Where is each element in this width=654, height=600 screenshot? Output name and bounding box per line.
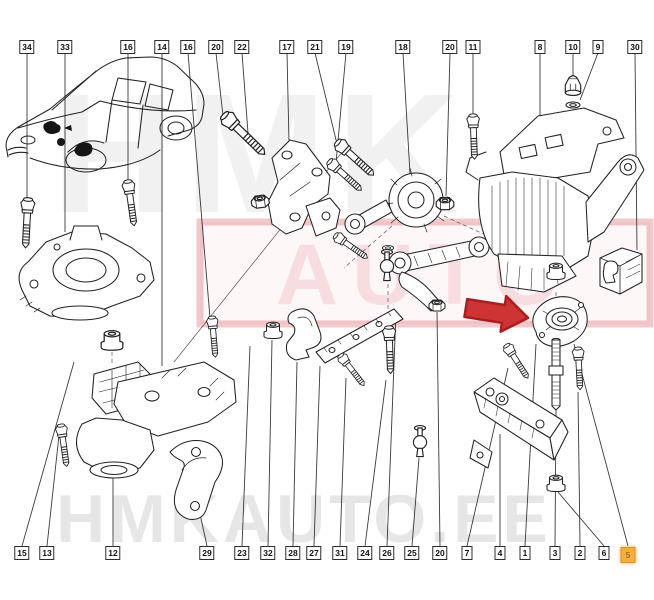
nut-icon	[428, 299, 446, 312]
callout-6[interactable]: 6	[598, 546, 610, 560]
torque-rod-upper-drawing	[344, 167, 449, 235]
bushing-icon	[263, 321, 283, 340]
callout-22[interactable]: 22	[234, 40, 250, 54]
bolt-icon	[17, 196, 36, 249]
gearbox-mount-cover-drawing	[532, 296, 588, 348]
callout-3[interactable]: 3	[549, 546, 561, 560]
callout-18[interactable]: 18	[395, 40, 411, 54]
callout-32[interactable]: 32	[260, 546, 276, 560]
callout-10[interactable]: 10	[565, 40, 581, 54]
cap-nut-icon	[564, 75, 582, 97]
bolt-icon	[335, 350, 369, 390]
callout-27[interactable]: 27	[306, 546, 322, 560]
callout-16a[interactable]: 16	[120, 40, 136, 54]
callout-12[interactable]: 12	[105, 546, 121, 560]
stud-drawing	[548, 337, 564, 411]
callout-1[interactable]: 1	[519, 546, 531, 560]
bushing-icon	[546, 262, 566, 281]
callout-21[interactable]: 21	[307, 40, 323, 54]
callout-9[interactable]: 9	[592, 40, 604, 54]
callout-26[interactable]: 26	[379, 546, 395, 560]
callout-2[interactable]: 2	[574, 546, 586, 560]
callout-29[interactable]: 29	[199, 546, 215, 560]
serrated-strap-drawing	[315, 308, 404, 364]
callout-13[interactable]: 13	[39, 546, 55, 560]
ball-stud-icon	[412, 425, 428, 458]
callout-19[interactable]: 19	[338, 40, 354, 54]
callout-20b[interactable]: 20	[442, 40, 458, 54]
callout-25[interactable]: 25	[404, 546, 420, 560]
callout-5-highlighted[interactable]: 5	[620, 547, 636, 563]
rear-lower-bracket-drawing	[469, 377, 569, 469]
callout-16b[interactable]: 16	[180, 40, 196, 54]
callout-30[interactable]: 30	[627, 40, 643, 54]
callout-14[interactable]: 14	[154, 40, 170, 54]
watermark-bottom-text: HMKAUTO.EE	[56, 481, 552, 557]
washer-icon	[565, 101, 581, 109]
bushing-icon	[100, 330, 124, 351]
exhaust-clamp-drawing	[599, 247, 643, 295]
bushing-icon	[546, 474, 566, 493]
callout-20c[interactable]: 20	[432, 546, 448, 560]
callout-34[interactable]: 34	[19, 40, 35, 54]
callout-33[interactable]: 33	[57, 40, 73, 54]
callout-28[interactable]: 28	[285, 546, 301, 560]
callout-20a[interactable]: 20	[208, 40, 224, 54]
nut-icon	[435, 197, 455, 211]
bolt-icon	[571, 346, 587, 391]
red-arrow-icon	[463, 294, 530, 333]
callout-31[interactable]: 31	[332, 546, 348, 560]
callout-8[interactable]: 8	[534, 40, 546, 54]
callout-4[interactable]: 4	[494, 546, 506, 560]
support-bracket-drawing	[267, 139, 341, 237]
engine-mount-right-drawing	[465, 107, 645, 293]
callout-24[interactable]: 24	[357, 546, 373, 560]
engine-mount-left-drawing	[18, 225, 155, 321]
car-overview-sketch	[5, 56, 205, 173]
callout-17[interactable]: 17	[279, 40, 295, 54]
callout-11[interactable]: 11	[465, 40, 481, 54]
engine-mount-left-lower-drawing	[75, 361, 237, 520]
hook-bracket-drawing	[285, 308, 322, 361]
watermark-hmk-text: HMK	[52, 59, 469, 249]
callout-23[interactable]: 23	[234, 546, 250, 560]
callout-7[interactable]: 7	[461, 546, 473, 560]
callout-15[interactable]: 15	[14, 546, 30, 560]
